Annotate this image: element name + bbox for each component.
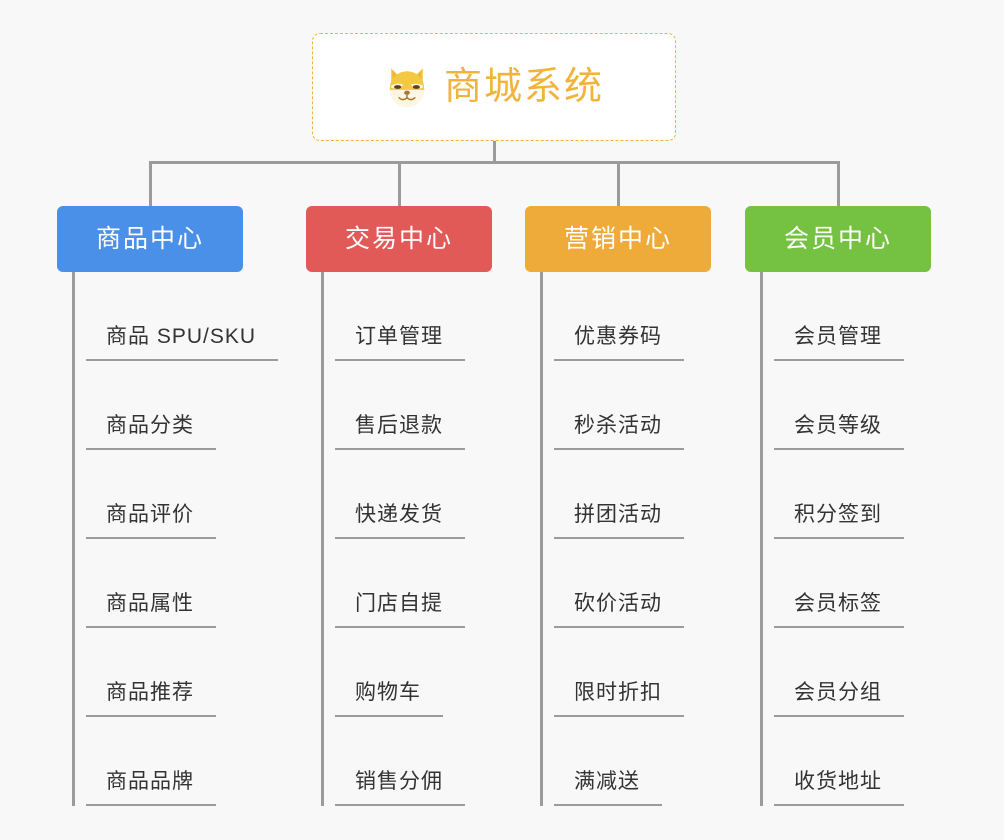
category-label-2: 交易中心	[344, 224, 453, 253]
branch-column-4: 会员中心 会员管理 会员等级 积分签到 会员标签 会员分组 收货地址	[745, 206, 931, 806]
leaf-item[interactable]: 购物车	[321, 628, 492, 717]
leaf-item[interactable]: 积分签到	[760, 450, 931, 539]
category-label-4: 会员中心	[783, 224, 892, 253]
branch-column-2: 交易中心 订单管理 售后退款 快递发货 门店自提 购物车 销售分佣	[306, 206, 492, 806]
category-box-3[interactable]: 营销中心	[525, 206, 711, 272]
connector-drop-3	[617, 161, 620, 206]
root-title: 商城系统	[443, 66, 604, 108]
category-box-2[interactable]: 交易中心	[306, 206, 492, 272]
connector-drop-2	[398, 161, 401, 206]
leaf-label: 销售分佣	[335, 771, 465, 806]
leaf-label: 满减送	[554, 771, 662, 806]
category-label-3: 营销中心	[563, 224, 672, 253]
leaf-item[interactable]: 会员管理	[760, 272, 931, 361]
leaf-item[interactable]: 砍价活动	[540, 539, 711, 628]
category-box-1[interactable]: 商品中心	[57, 206, 243, 272]
leaf-label: 会员标签	[774, 593, 904, 628]
leaf-item[interactable]: 拼团活动	[540, 450, 711, 539]
leaf-label: 商品属性	[86, 593, 216, 628]
branch-column-3: 营销中心 优惠券码 秒杀活动 拼团活动 砍价活动 限时折扣 满减送	[525, 206, 711, 806]
connector-drop-4	[837, 161, 840, 206]
leaf-label: 会员等级	[774, 415, 904, 450]
leaf-label: 商品推荐	[86, 682, 216, 717]
leaf-label: 收货地址	[774, 771, 904, 806]
leaf-label: 优惠券码	[554, 326, 684, 361]
leaf-item[interactable]: 秒杀活动	[540, 361, 711, 450]
leaf-label: 快递发货	[335, 504, 465, 539]
leaf-spine-4	[760, 272, 763, 806]
connector-horizontal-bus	[149, 161, 840, 164]
leaf-label: 商品评价	[86, 504, 216, 539]
leaf-label: 会员分组	[774, 682, 904, 717]
leaf-spine-3	[540, 272, 543, 806]
leaf-item[interactable]: 订单管理	[321, 272, 492, 361]
leaf-list-3: 优惠券码 秒杀活动 拼团活动 砍价活动 限时折扣 满减送	[540, 272, 711, 806]
leaf-list-2: 订单管理 售后退款 快递发货 门店自提 购物车 销售分佣	[321, 272, 492, 806]
leaf-item[interactable]: 商品推荐	[72, 628, 278, 717]
leaf-list-1: 商品 SPU/SKU 商品分类 商品评价 商品属性 商品推荐 商品品牌	[72, 272, 279, 806]
leaf-label: 砍价活动	[554, 593, 684, 628]
leaf-item[interactable]: 收货地址	[760, 717, 931, 806]
leaf-item[interactable]: 商品评价	[72, 450, 278, 539]
leaf-item[interactable]: 商品分类	[72, 361, 278, 450]
leaf-item[interactable]: 销售分佣	[321, 717, 492, 806]
branch-column-1: 商品中心 商品 SPU/SKU 商品分类 商品评价 商品属性 商品推荐 商品品牌	[57, 206, 279, 806]
leaf-item[interactable]: 优惠券码	[540, 272, 711, 361]
leaf-label: 商品分类	[86, 415, 216, 450]
leaf-label: 购物车	[335, 682, 443, 717]
shiba-dog-icon	[389, 68, 425, 108]
leaf-item[interactable]: 会员等级	[760, 361, 931, 450]
leaf-label: 商品品牌	[86, 771, 216, 806]
leaf-label: 限时折扣	[554, 682, 684, 717]
leaf-label: 订单管理	[335, 326, 465, 361]
leaf-item[interactable]: 会员分组	[760, 628, 931, 717]
leaf-item[interactable]: 限时折扣	[540, 628, 711, 717]
leaf-spine-2	[321, 272, 324, 806]
leaf-item[interactable]: 商品 SPU/SKU	[72, 272, 279, 361]
leaf-label: 门店自提	[335, 593, 465, 628]
leaf-label: 售后退款	[335, 415, 465, 450]
leaf-item[interactable]: 满减送	[540, 717, 711, 806]
leaf-spine-1	[72, 272, 75, 806]
leaf-item[interactable]: 商品属性	[72, 539, 278, 628]
leaf-label: 会员管理	[774, 326, 904, 361]
connector-drop-1	[149, 161, 152, 206]
root-node[interactable]: 商城系统	[312, 33, 676, 141]
leaf-label: 秒杀活动	[554, 415, 684, 450]
connector-root-stem	[493, 141, 496, 163]
leaf-item[interactable]: 快递发货	[321, 450, 492, 539]
leaf-list-4: 会员管理 会员等级 积分签到 会员标签 会员分组 收货地址	[760, 272, 931, 806]
category-box-4[interactable]: 会员中心	[745, 206, 931, 272]
leaf-label: 积分签到	[774, 504, 904, 539]
leaf-item[interactable]: 门店自提	[321, 539, 492, 628]
leaf-label: 商品 SPU/SKU	[86, 326, 279, 361]
category-label-1: 商品中心	[95, 224, 204, 253]
leaf-label: 拼团活动	[554, 504, 684, 539]
leaf-item[interactable]: 商品品牌	[72, 717, 278, 806]
leaf-item[interactable]: 售后退款	[321, 361, 492, 450]
leaf-item[interactable]: 会员标签	[760, 539, 931, 628]
